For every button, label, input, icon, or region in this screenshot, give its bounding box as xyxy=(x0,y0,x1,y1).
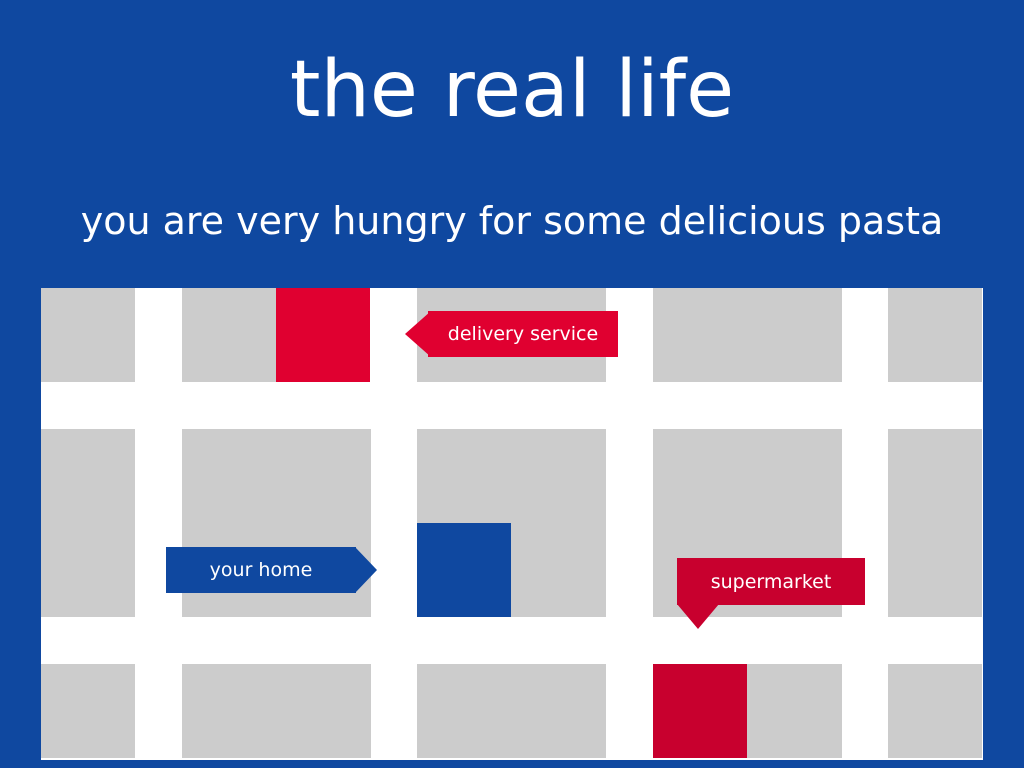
city-block xyxy=(182,288,276,382)
city-block xyxy=(182,664,371,758)
home-callout-arrow xyxy=(355,547,377,593)
slide-title: the real life xyxy=(289,45,735,135)
supermarket-callout-arrow xyxy=(677,604,719,629)
delivery-callout-arrow xyxy=(405,311,431,357)
your-home-label: your home xyxy=(166,547,356,593)
supermarket-label: supermarket xyxy=(677,558,865,605)
delivery-service-building xyxy=(276,288,370,382)
city-block xyxy=(888,664,982,758)
city-block xyxy=(41,288,135,382)
city-block xyxy=(653,288,842,382)
city-block xyxy=(41,664,135,758)
delivery-service-label: delivery service xyxy=(428,311,618,357)
city-block xyxy=(888,288,982,382)
supermarket-label-text: supermarket xyxy=(710,570,832,593)
city-block xyxy=(888,429,982,617)
home-building xyxy=(417,523,511,617)
slide-subtitle: you are very hungry for some delicious p… xyxy=(80,199,944,243)
your-home-label-text: your home xyxy=(209,559,313,581)
city-block xyxy=(417,664,606,758)
city-map xyxy=(41,288,983,760)
supermarket-building xyxy=(653,664,747,758)
city-block xyxy=(41,429,135,617)
delivery-service-label-text: delivery service xyxy=(447,323,599,345)
